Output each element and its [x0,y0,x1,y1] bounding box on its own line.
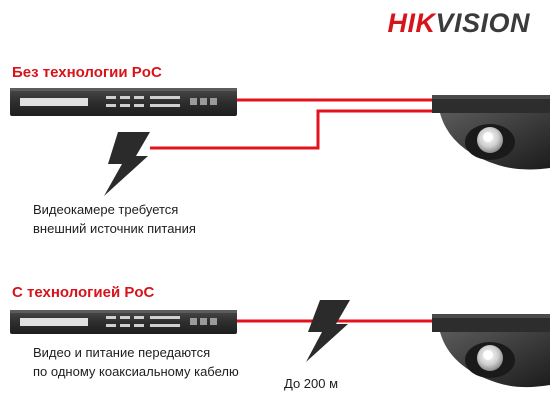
power-cable-top [150,109,432,150]
logo-part-red: HIK [387,8,436,38]
dome-camera-top [432,95,550,170]
caption-without-poc-line2: внешний источник питания [33,221,196,236]
dvr-recorder-top [10,88,237,116]
section-title-without-poc: Без технологии PoC [12,64,162,81]
caption-with-poc-line2: по одному коаксиальному кабелю [33,364,239,379]
power-lightning-icon-bottom [306,300,350,362]
hikvision-logo: HIKVISION [387,5,530,41]
section-title-with-poc: С технологией PoC [12,284,155,301]
dvr-recorder-bottom [10,310,237,334]
caption-with-poc-line1: Видео и питание передаются [33,345,211,360]
distance-label: До 200 м [284,376,339,391]
logo-part-dark: VISION [435,8,530,38]
caption-without-poc-line1: Видеокамере требуется [33,202,179,217]
power-lightning-icon-top [104,132,150,196]
dome-camera-bottom [432,314,550,388]
